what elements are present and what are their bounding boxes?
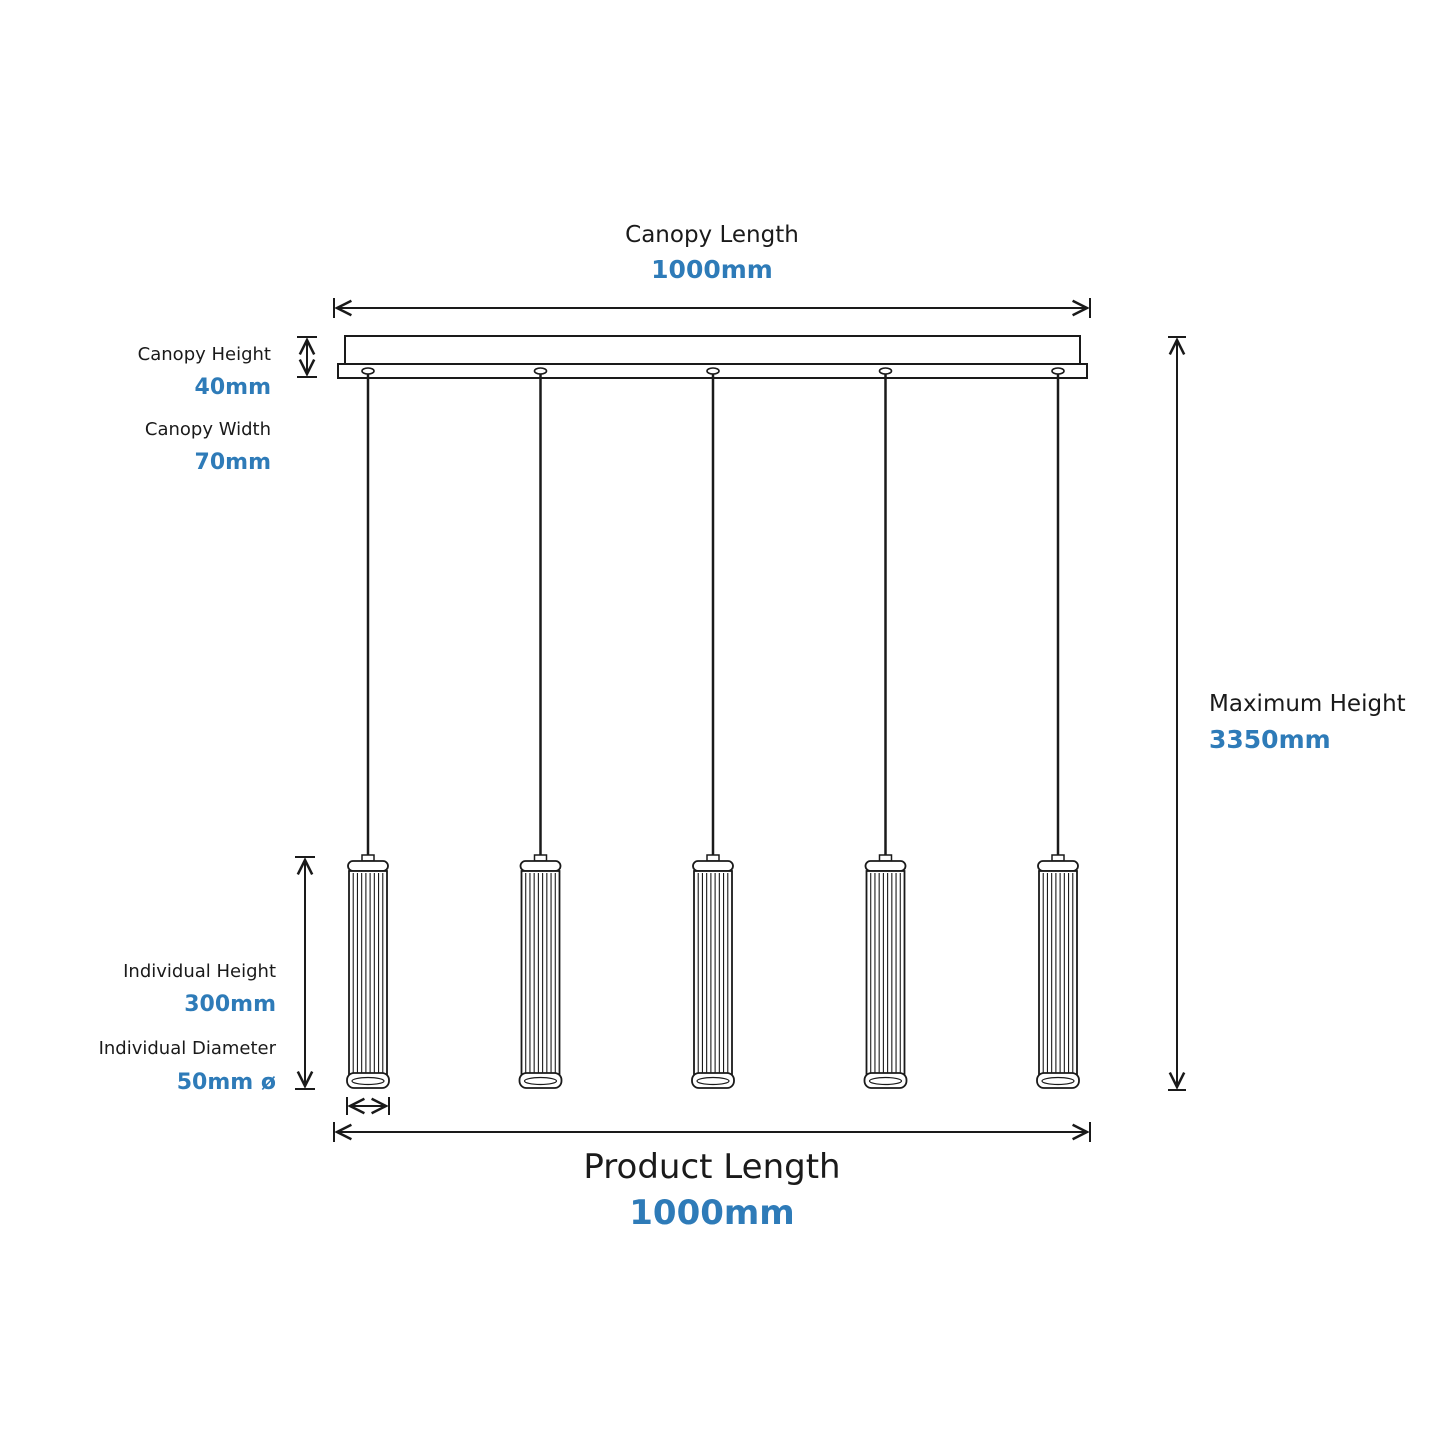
canopy-height-label: Canopy Height [138, 344, 271, 365]
pendants [346, 367, 1080, 1089]
pendant-mount [361, 367, 375, 375]
pendant-body [693, 870, 733, 1078]
pendant [518, 367, 563, 1089]
product-length-value: 1000mm [629, 1193, 794, 1233]
pendant-body [348, 870, 388, 1078]
pendant [691, 367, 735, 1089]
canopy-length-label: Canopy Length [625, 222, 799, 248]
individual-height-value: 300mm [184, 992, 276, 1017]
canopy-height-value: 40mm [195, 375, 271, 400]
pendant-lens [523, 1076, 558, 1086]
canopy-length-value: 1000mm [651, 255, 773, 284]
pendant-mount [878, 367, 893, 375]
individual-diameter-label: Individual Diameter [99, 1038, 277, 1059]
maximum-height-value: 3350mm [1209, 725, 1331, 754]
pendant-bottom-rim [691, 1072, 735, 1089]
pendant-body [520, 870, 561, 1078]
individual-height-label: Individual Height [123, 961, 276, 982]
maximum-height-dimension: Maximum Height 3350mm [1168, 336, 1406, 1091]
product-length-label: Product Length [583, 1147, 840, 1187]
pendant-mount [1051, 367, 1065, 375]
pendant-bottom-rim [1036, 1072, 1080, 1089]
pendant-mount [706, 367, 720, 375]
pendant-mount [533, 367, 548, 375]
pendant [863, 367, 908, 1089]
pendant-lens [696, 1076, 730, 1086]
pendant-top-rim [1037, 860, 1079, 872]
individual-diameter-dimension [346, 1097, 390, 1115]
pendant-bottom-rim [518, 1072, 563, 1089]
maximum-height-label: Maximum Height [1209, 691, 1406, 717]
pendant-lens [351, 1076, 385, 1086]
individual-height-dimension: Individual Height 300mm Individual Diame… [99, 856, 315, 1095]
canopy-width-label: Canopy Width [145, 419, 271, 440]
pendant-body [1038, 870, 1078, 1078]
pendant-top-rim [347, 860, 389, 872]
canopy [337, 335, 1088, 379]
canopy-height-dimension: Canopy Height 40mm Canopy Width 70mm [138, 336, 317, 475]
pendant-body [865, 870, 906, 1078]
pendant-top-rim [864, 860, 907, 872]
product-length-dimension: Product Length 1000mm [333, 1122, 1091, 1233]
pendant-top-rim [692, 860, 734, 872]
pendant [346, 367, 390, 1089]
pendant-lens [868, 1076, 903, 1086]
pendant-bottom-rim [863, 1072, 908, 1089]
pendant-lens [1041, 1076, 1075, 1086]
pendant-top-rim [519, 860, 562, 872]
canopy-length-dimension: Canopy Length 1000mm [333, 222, 1091, 318]
canopy-width-value: 70mm [195, 450, 271, 475]
pendant [1036, 367, 1080, 1089]
individual-diameter-value: 50mm ø [177, 1070, 276, 1095]
pendant-bottom-rim [346, 1072, 390, 1089]
